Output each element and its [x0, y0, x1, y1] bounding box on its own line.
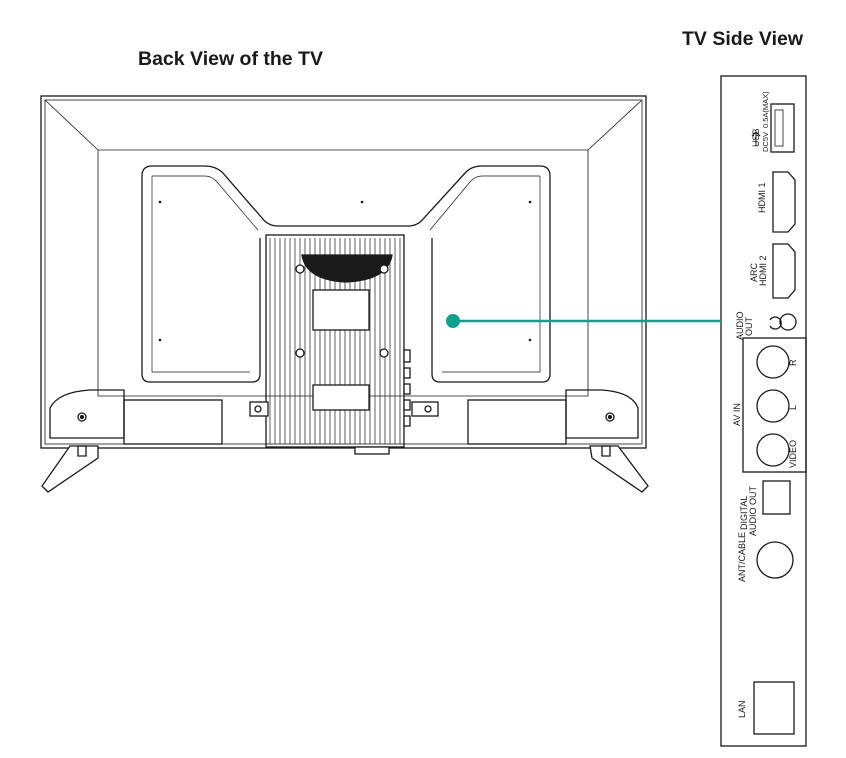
- av-r-jack: [756, 345, 790, 379]
- usb-icon: [751, 131, 761, 146]
- tv-stand-left: [41, 445, 99, 493]
- audio-out-label-2: OUT: [744, 317, 754, 337]
- usb-port: [770, 103, 795, 153]
- lan-label: LAN: [737, 700, 747, 718]
- headphone-icon: [769, 316, 782, 330]
- av-video-jack: [756, 433, 790, 467]
- audio-out-jack: [779, 313, 797, 331]
- arc-label: ARC: [749, 262, 759, 282]
- ant-cable-label: ANT/CABLE: [737, 532, 747, 582]
- hdmi2-label: HDMI 2: [758, 255, 768, 286]
- lan-port: [753, 681, 795, 735]
- tv-stand-right: [589, 445, 649, 493]
- av-in-label: AV IN: [732, 403, 742, 426]
- tv-back-panel: [40, 95, 647, 455]
- ant-cable-port: [756, 541, 794, 579]
- hdmi1-label: HDMI 1: [757, 182, 767, 213]
- usb-power-label: DC5V: [761, 132, 770, 152]
- audio-out-label-1: AUDIO: [735, 311, 745, 340]
- av-l-jack: [756, 389, 790, 423]
- hdmi2-port: [772, 243, 796, 299]
- digital-audio-out-port: [762, 480, 791, 515]
- usb-current-label: 0.5A(MAX): [761, 91, 770, 128]
- av-in-group: [742, 337, 807, 473]
- digital-label-2: AUDIO OUT: [748, 485, 758, 536]
- callout-line: [446, 314, 721, 328]
- av-l-label: L: [788, 405, 798, 410]
- back-view-title: Back View of the TV: [138, 48, 323, 70]
- hdmi1-port: [772, 171, 796, 233]
- digital-label-1: DIGITAL: [739, 496, 749, 530]
- av-video-label: VIDEO: [788, 440, 798, 468]
- av-r-label: R: [788, 359, 798, 366]
- side-view-title: TV Side View: [682, 28, 804, 50]
- usb-label: USB: [751, 128, 761, 147]
